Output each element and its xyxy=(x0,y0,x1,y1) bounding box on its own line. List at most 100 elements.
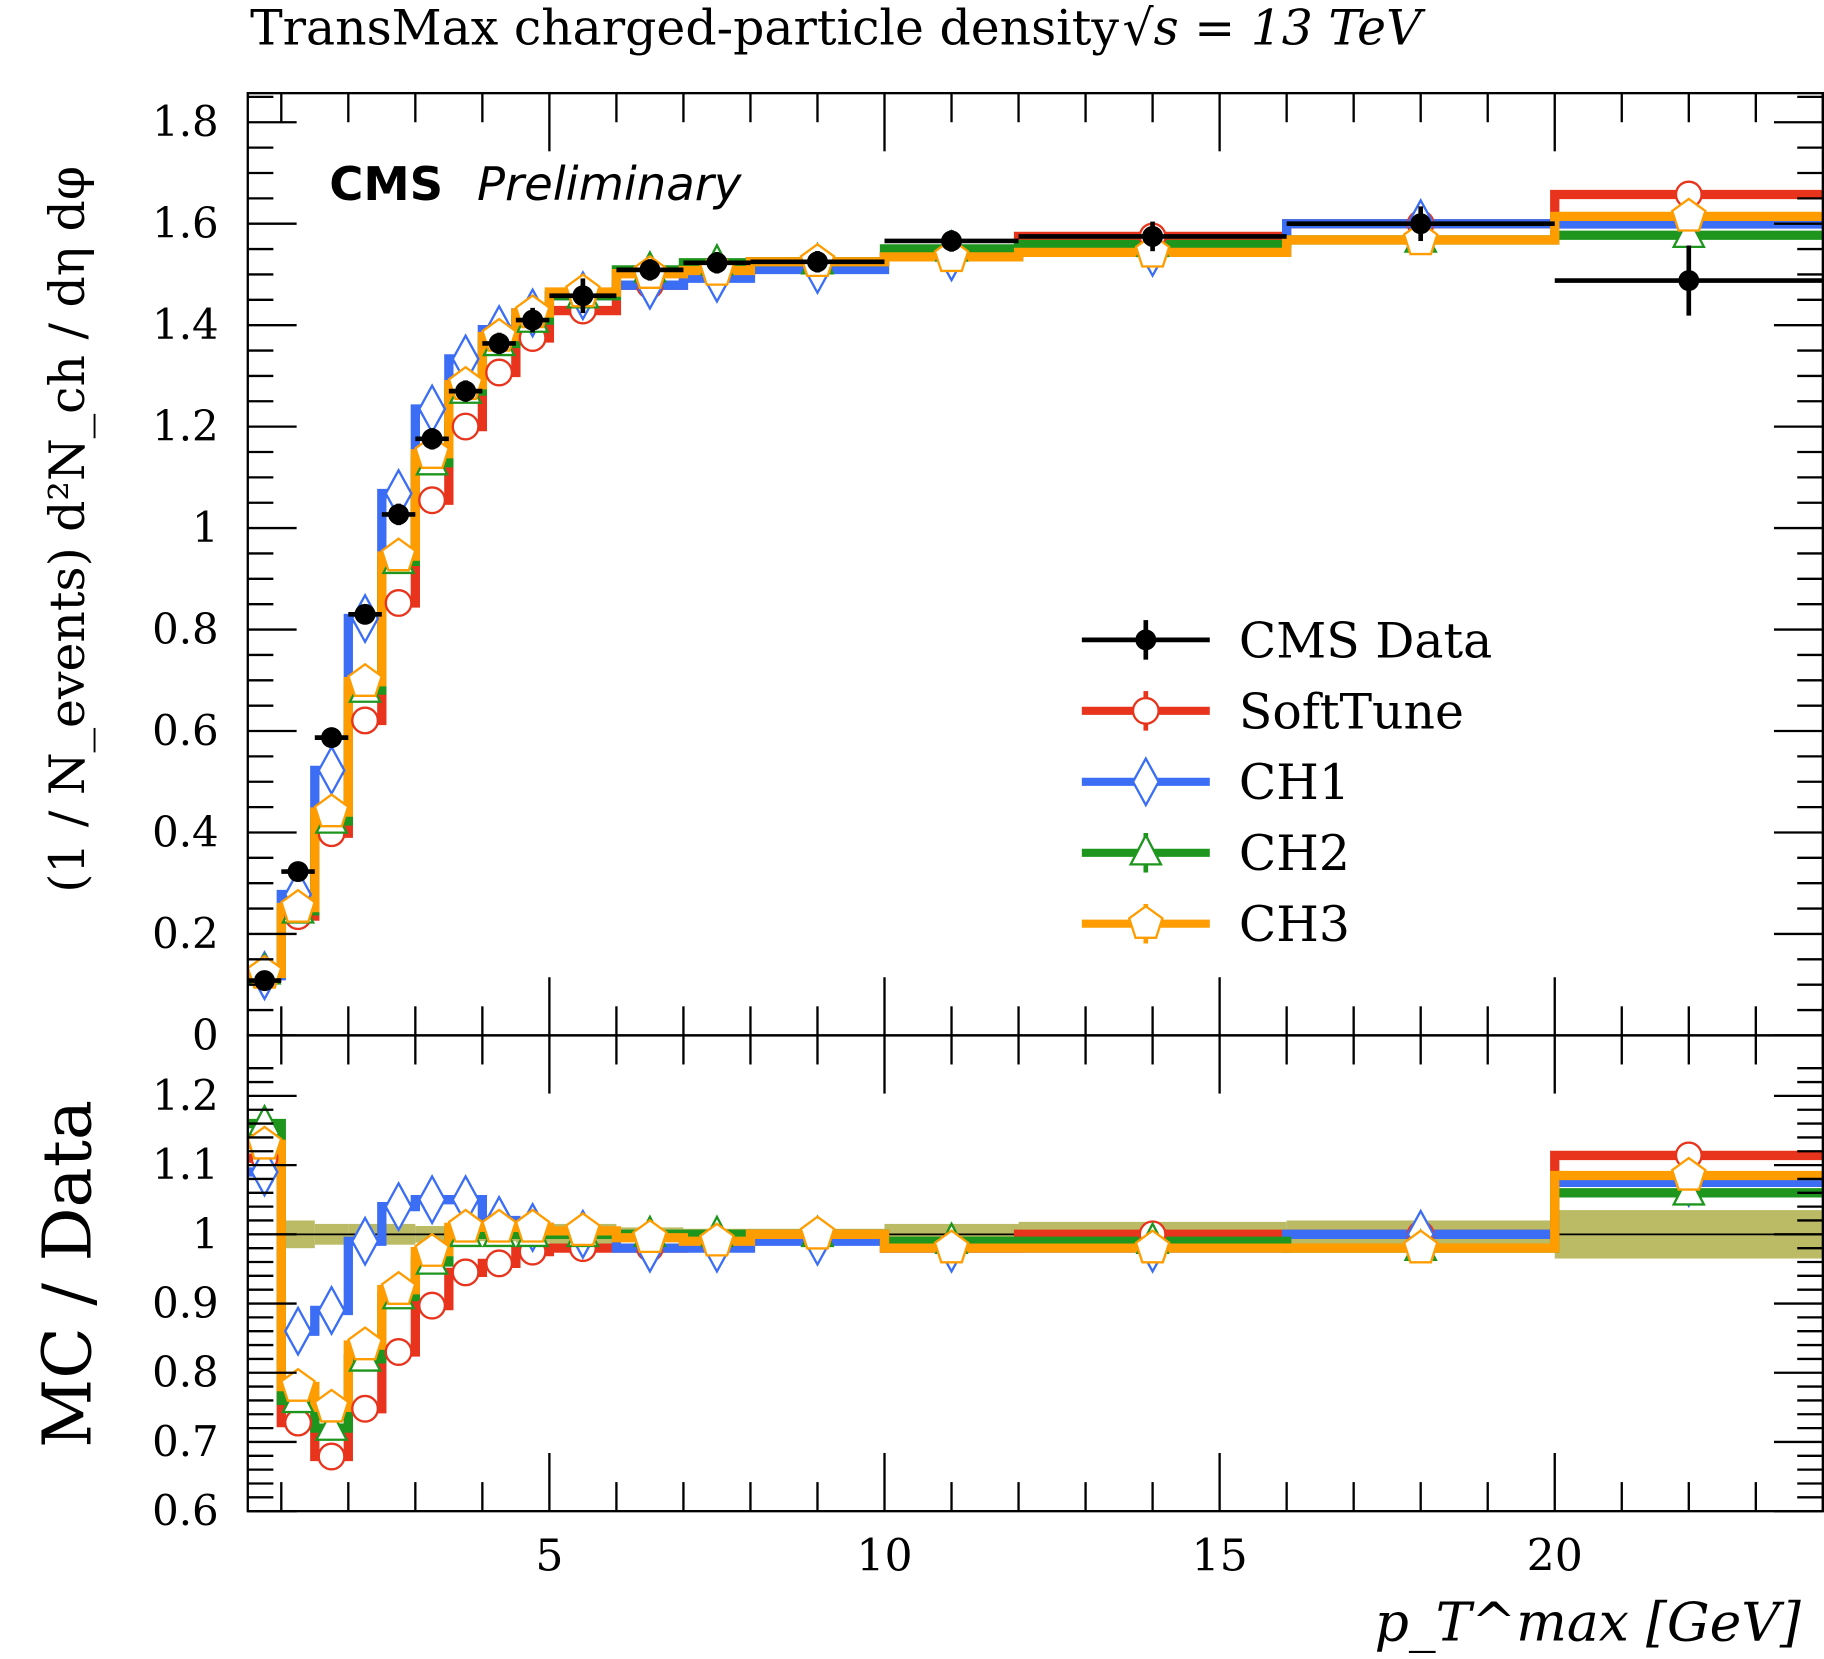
data-point xyxy=(455,380,477,402)
legend-marker xyxy=(1131,696,1160,725)
ratio-marker-CH3 xyxy=(380,1270,417,1305)
marker-CH1 xyxy=(317,744,346,797)
ratio-marker-SoftTune xyxy=(384,1338,413,1366)
legend-label: CMS Data xyxy=(1239,612,1492,669)
legend-label: CH3 xyxy=(1239,896,1350,953)
y-tick-label-upper: 1 xyxy=(192,503,219,552)
y-tick-label-upper: 1.2 xyxy=(152,402,219,451)
ratio-marker-CH1 xyxy=(317,1284,346,1337)
ratio-marker-CH3 xyxy=(698,1222,735,1257)
status-label: Preliminary xyxy=(477,157,743,211)
data-point xyxy=(321,727,343,749)
ratio-marker-CH3 xyxy=(313,1388,350,1423)
data-point xyxy=(807,251,828,273)
data-point xyxy=(941,230,962,252)
y-tick-label-ratio: 0.6 xyxy=(152,1486,219,1535)
y-tick-label-ratio: 1.1 xyxy=(152,1140,219,1189)
legend-label: CH1 xyxy=(1239,754,1350,811)
ratio-marker-CH3 xyxy=(414,1232,451,1267)
y-axis-label-ratio: MC / Data xyxy=(28,1100,107,1448)
y-tick-label-upper: 0 xyxy=(192,1010,219,1059)
ratio-marker-CH3 xyxy=(799,1215,836,1250)
ratio-marker-SoftTune xyxy=(351,1394,380,1423)
ratio-marker-CH3 xyxy=(481,1208,518,1243)
y-tick-label-ratio: 0.7 xyxy=(152,1417,219,1466)
experiment-label: CMS xyxy=(329,157,443,211)
ratio-marker-CH2 xyxy=(314,1408,349,1441)
ratio-marker-CH3 xyxy=(347,1326,384,1361)
marker-CH3 xyxy=(347,662,384,697)
ratio-marker-SoftTune xyxy=(451,1258,480,1287)
ratio-marker-SoftTune xyxy=(485,1249,514,1278)
data-point xyxy=(488,332,510,354)
y-tick-label-ratio: 1 xyxy=(192,1209,219,1258)
marker-SoftTune xyxy=(485,358,514,387)
ratio-marker-CH3 xyxy=(280,1367,317,1402)
legend-label: SoftTune xyxy=(1239,683,1464,740)
ratio-marker-CH3 xyxy=(1670,1156,1707,1191)
ratio-marker-CH3 xyxy=(933,1229,970,1264)
y-tick-label-upper: 0.2 xyxy=(152,909,219,958)
ratio-marker-CH1 xyxy=(417,1174,447,1226)
legend-marker xyxy=(1135,629,1157,651)
upper-panel xyxy=(246,180,1823,1002)
marker-CH3 xyxy=(280,888,317,923)
ratio-marker-CH3 xyxy=(1134,1229,1171,1264)
data-point xyxy=(706,252,728,274)
marker-SoftTune xyxy=(418,486,447,515)
ratio-marker-CH3 xyxy=(447,1208,484,1243)
y-tick-label-upper: 1.4 xyxy=(152,300,219,349)
data-point xyxy=(421,428,443,450)
y-axis-label-upper: (1 / N_events) d²N_ch / dη dφ xyxy=(39,166,96,893)
marker-SoftTune xyxy=(451,412,480,441)
marker-SoftTune xyxy=(384,589,413,617)
y-tick-label-upper: 1.6 xyxy=(152,199,219,248)
legend-marker xyxy=(1127,904,1164,940)
data-point xyxy=(572,285,594,307)
data-point xyxy=(1678,270,1700,292)
ratio-panel xyxy=(246,1103,1823,1471)
x-axis-label: p_T^max [GeV] xyxy=(1375,1590,1801,1653)
x-tick-label: 10 xyxy=(856,1531,912,1582)
data-point xyxy=(639,259,661,281)
y-tick-label-upper: 0.6 xyxy=(152,706,219,755)
y-tick-label-upper: 0.8 xyxy=(152,605,219,654)
data-point xyxy=(1410,213,1432,235)
data-point xyxy=(254,970,276,992)
series-line-SoftTune xyxy=(247,189,1823,980)
data-point xyxy=(1142,225,1164,247)
x-tick-label: 15 xyxy=(1192,1531,1248,1582)
marker-CH1 xyxy=(417,383,447,435)
chart-title: TransMax charged-particle density xyxy=(250,0,1119,56)
ratio-marker-CH1 xyxy=(384,1180,413,1233)
ratio-marker-SoftTune xyxy=(317,1442,346,1471)
chart-title-energy: √s = 13 TeV xyxy=(1123,0,1427,56)
y-tick-label-ratio: 1.2 xyxy=(152,1071,219,1120)
ratio-marker-CH3 xyxy=(631,1218,668,1254)
ratio-marker-CH3 xyxy=(1402,1229,1439,1264)
marker-SoftTune xyxy=(351,706,380,735)
ratio-frame xyxy=(246,1034,1824,1513)
data-point xyxy=(522,309,544,331)
legend-label: CH2 xyxy=(1239,825,1350,882)
y-tick-label-upper: 0.4 xyxy=(152,807,219,856)
marker-CH3 xyxy=(313,793,350,828)
ratio-marker-SoftTune xyxy=(418,1291,447,1320)
x-tick-label: 5 xyxy=(535,1531,563,1582)
ratio-marker-CH3 xyxy=(564,1211,601,1247)
title: TransMax charged-particle density √s = 1… xyxy=(250,0,1426,56)
legend-marker xyxy=(1131,756,1160,808)
ratio-marker-SoftTune xyxy=(284,1408,313,1437)
ratio-marker-CH3 xyxy=(514,1208,551,1243)
data-point xyxy=(287,861,309,883)
data-point xyxy=(388,503,410,525)
y-tick-label-upper: 1.8 xyxy=(152,97,219,146)
x-tick-label: 20 xyxy=(1527,1531,1583,1582)
marker-CH3 xyxy=(380,537,417,572)
ratio-marker-CH1 xyxy=(350,1215,380,1267)
ratio-marker-CH1 xyxy=(283,1305,313,1357)
marker-CH3 xyxy=(1670,197,1707,232)
